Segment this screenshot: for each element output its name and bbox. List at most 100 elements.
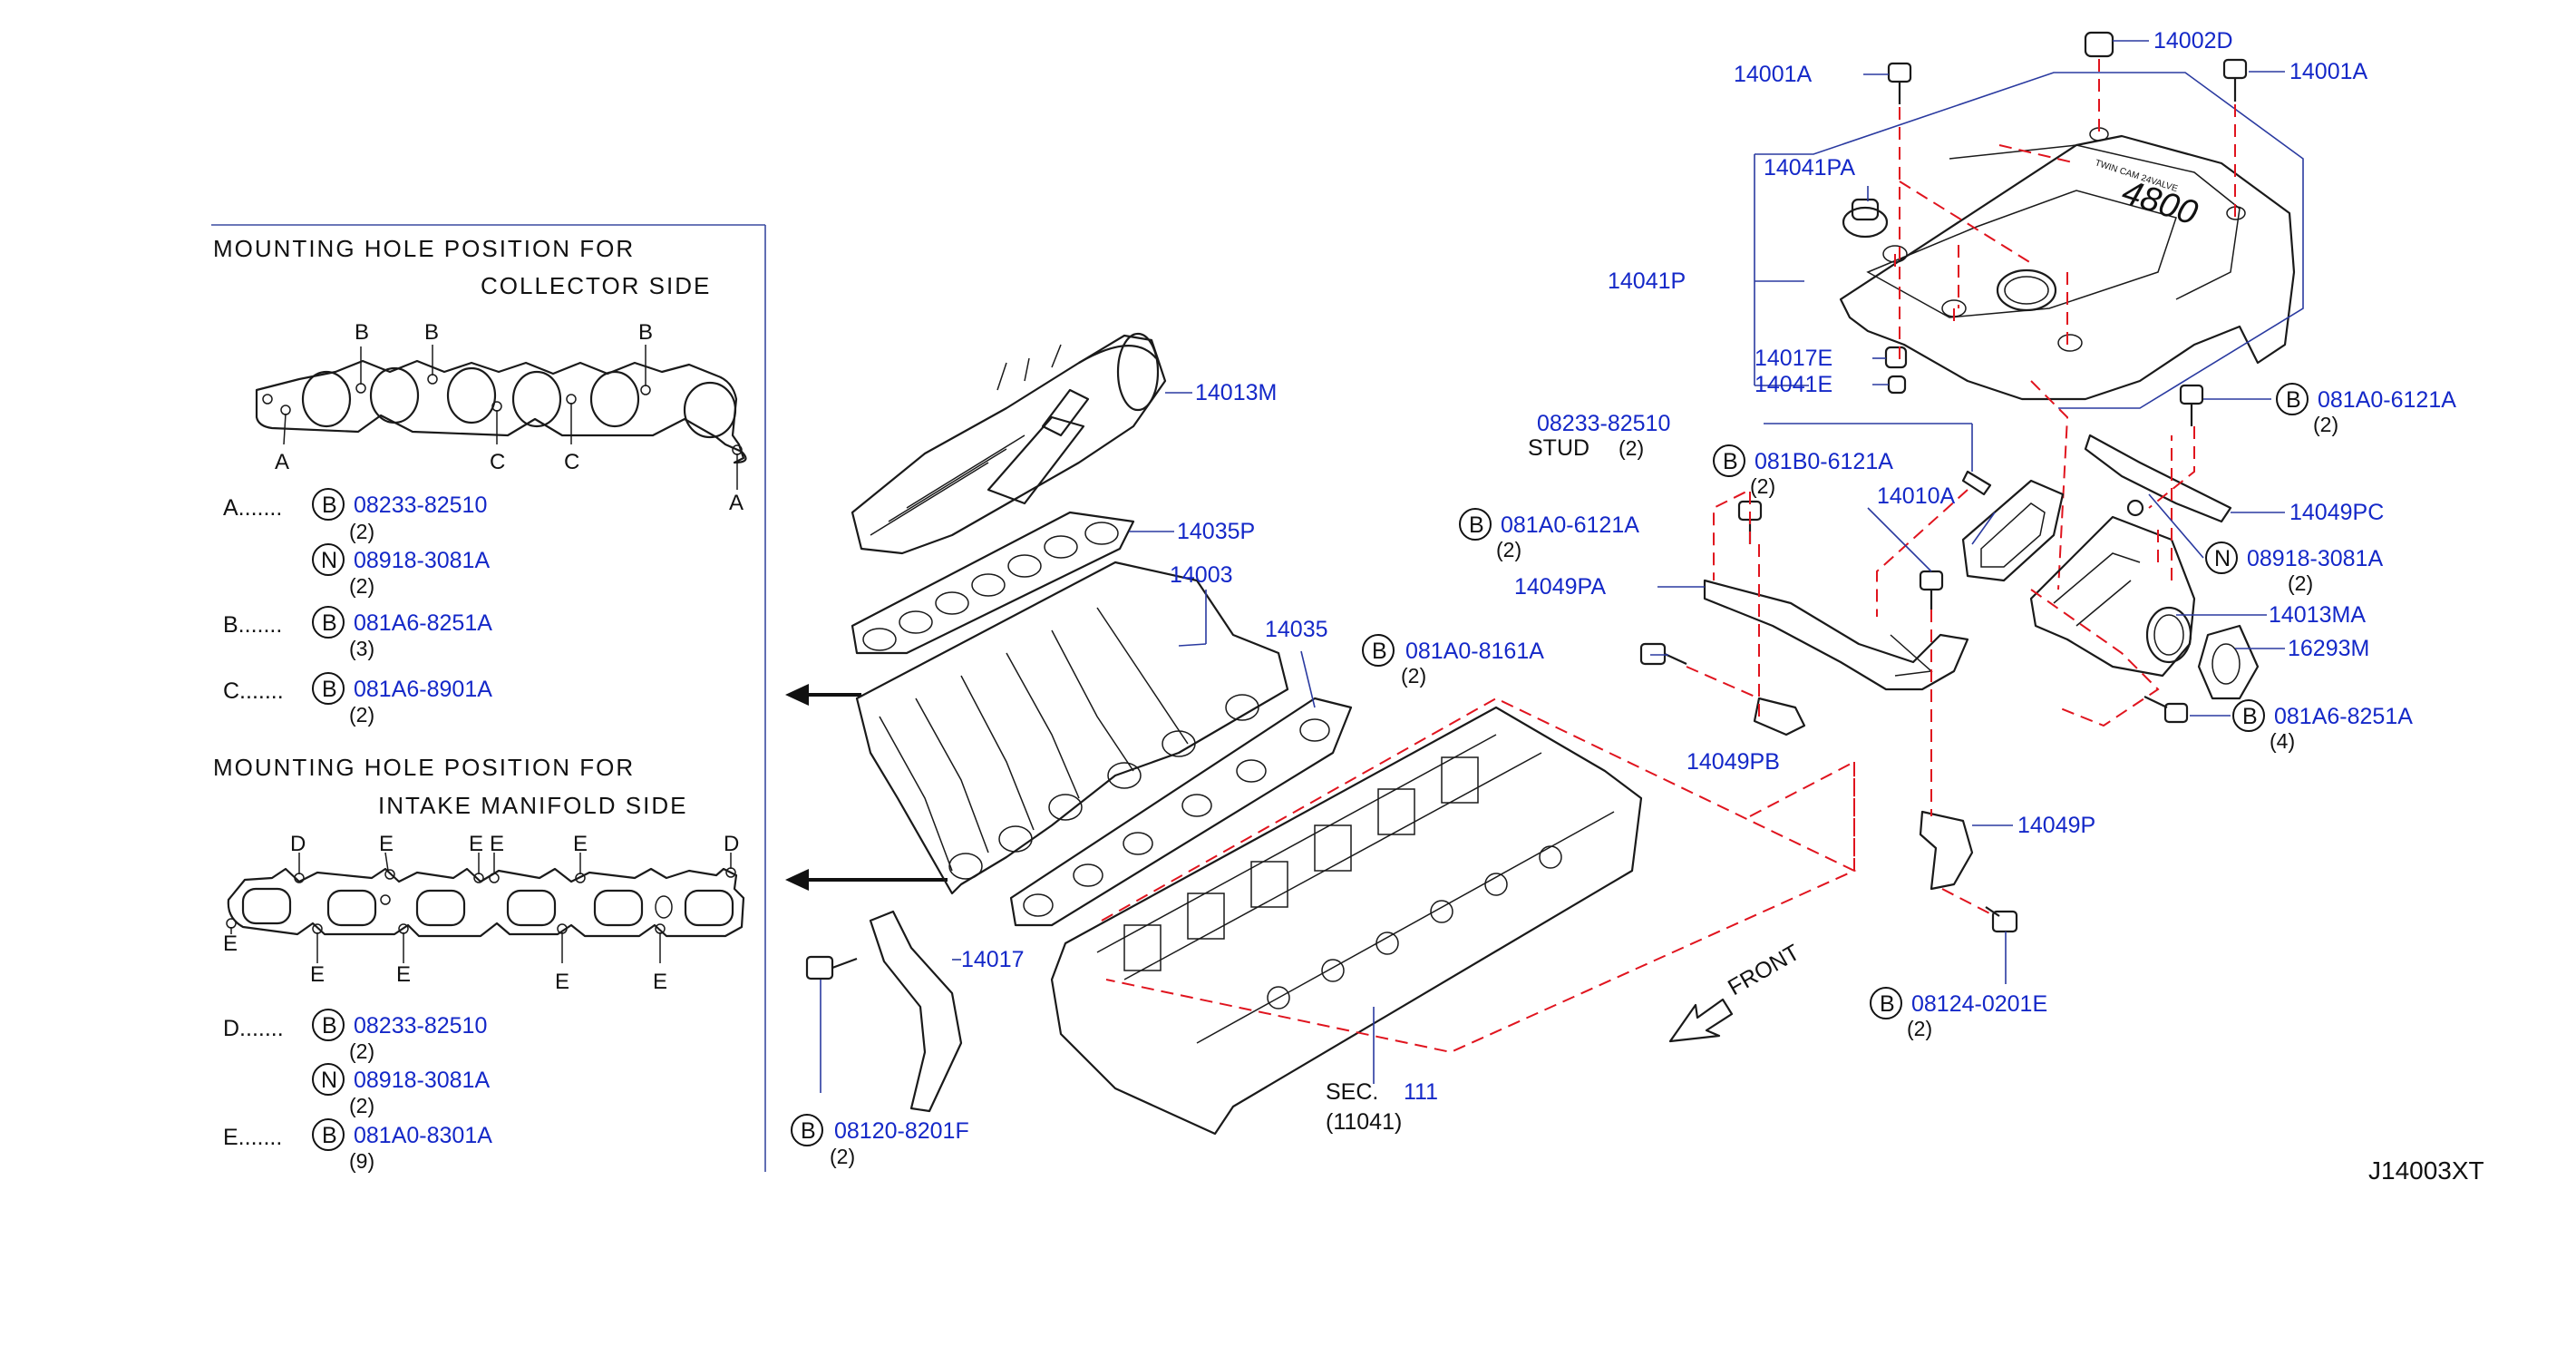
label-081A0-6121A-right: 081A0-6121A: [2318, 387, 2456, 413]
badge-081A6-8251A: B: [2242, 704, 2258, 729]
label-14049PC: 14049PC: [2289, 500, 2384, 525]
qty-08918-3081A: (2): [2288, 571, 2313, 595]
collector-gasket-diagram: B B B A C C A: [255, 320, 747, 515]
badge-081B0: B: [1723, 449, 1738, 474]
pin-d-2: D: [724, 832, 739, 856]
gasket-16293M: [2197, 624, 2260, 700]
legend-badge-d1: B: [322, 1013, 337, 1039]
bolt-081A0-6121A-left: [1919, 570, 1944, 610]
bracket-14049PC: [2084, 434, 2232, 523]
bolt-08124: [1985, 906, 2018, 933]
label-081A0-6121A-left: 081A0-6121A: [1501, 512, 1639, 538]
mounting-hole-panel: MOUNTING HOLE POSITION FOR COLLECTOR SID…: [211, 224, 948, 1173]
label-stud: STUD: [1528, 435, 1589, 461]
pin-b-2: B: [424, 320, 439, 345]
legend-key-b: B.......: [223, 612, 282, 638]
intake-manifold-14003-drawing: [855, 561, 1289, 895]
legend-key-e: E.......: [223, 1125, 282, 1150]
pin-e-bot-2: E: [310, 962, 325, 987]
label-08918-3081A: 08918-3081A: [2247, 546, 2383, 571]
legend-qty-d1: (2): [349, 1039, 374, 1063]
qty-08124-0201E: (2): [1907, 1017, 1932, 1040]
badge-08124: B: [1880, 991, 1895, 1017]
legend-key-c: C.......: [223, 678, 284, 704]
label-14013MA: 14013MA: [2269, 602, 2366, 628]
bolt-081A0-8161A: [1639, 642, 1687, 666]
bolt-081A0-6121A-right: [2179, 384, 2204, 426]
sec-label: SEC.: [1326, 1079, 1378, 1105]
qty-081A6-8251A: (4): [2270, 729, 2295, 753]
label-14041P: 14041P: [1608, 268, 1686, 294]
bracket-14049PB: [1753, 697, 1806, 736]
badge-081A0-6121A-right: B: [2286, 387, 2301, 413]
label-14041PA: 14041PA: [1764, 155, 1855, 180]
pin-b-1: B: [355, 320, 369, 345]
legend-qty-c: (2): [349, 703, 374, 727]
diagram-code: J14003XT: [2368, 1156, 2484, 1185]
label-14035P: 14035P: [1177, 519, 1255, 544]
qty-081A0-6121A-left: (2): [1496, 538, 1521, 561]
pin-e-top-1: E: [379, 832, 394, 856]
qty-08120-8201F: (2): [830, 1145, 855, 1168]
pin-e-top-4: E: [573, 832, 588, 856]
bracket-14049P: [1919, 810, 1974, 891]
legend-qty-e: (9): [349, 1149, 374, 1173]
gasket-14035P-drawing: [851, 511, 1135, 655]
cylinder-head-drawing: [1050, 706, 1643, 1136]
label-16293M: 16293M: [2288, 636, 2369, 661]
pin-e-bot-4: E: [555, 970, 569, 994]
legend-badge-b: B: [322, 610, 337, 636]
gasket-14010A: [1961, 479, 2065, 582]
front-label: FRONT: [1724, 940, 1804, 1000]
intake-title-2: INTAKE MANIFOLD SIDE: [378, 792, 687, 819]
qty-stud: (2): [1619, 436, 1644, 460]
legend-part-a1: 08233-82510: [354, 493, 487, 518]
pin-e-bot-1: E: [223, 931, 238, 956]
pin-e-top-2: E: [469, 832, 483, 856]
stud-08233: [1961, 470, 1992, 496]
collector-legend: A....... B 08233-82510 (2) N 08918-3081A…: [223, 488, 492, 727]
pin-c-2: C: [564, 450, 579, 474]
legend-badge-e: B: [322, 1123, 337, 1148]
sec-ref: (11041): [1326, 1109, 1402, 1135]
label-14010A: 14010A: [1877, 483, 1956, 509]
qty-081B0-6121A: (2): [1750, 474, 1775, 498]
legend-badge-c: B: [322, 677, 337, 702]
collector-14013M-drawing: [851, 332, 1167, 555]
pin-b-3: B: [638, 320, 653, 345]
legend-qty-b: (3): [349, 637, 374, 660]
legend-part-a2: 08918-3081A: [354, 548, 490, 573]
label-14002D: 14002D: [2153, 28, 2233, 54]
badge-081A0-8161A: B: [1372, 639, 1387, 664]
legend-part-b: 081A6-8251A: [354, 610, 492, 636]
grommet-14017E: [1884, 346, 1908, 369]
legend-qty-a2: (2): [349, 574, 374, 598]
bracket-14049PA: [1703, 579, 1969, 691]
front-arrow: FRONT: [1668, 940, 1804, 1043]
grommet-14041E: [1887, 375, 1907, 395]
qty-081A0-8161A: (2): [1401, 664, 1426, 688]
legend-part-d1: 08233-82510: [354, 1013, 487, 1039]
label-14003: 14003: [1170, 562, 1233, 588]
label-14049P: 14049P: [2017, 813, 2095, 838]
legend-qty-d2: (2): [349, 1094, 374, 1117]
label-081A6-8251A: 081A6-8251A: [2274, 704, 2413, 729]
label-08124-0201E: 08124-0201E: [1911, 991, 2047, 1017]
legend-part-c: 081A6-8901A: [354, 677, 492, 702]
label-14017E: 14017E: [1755, 346, 1832, 371]
badge-08918: N: [2214, 546, 2231, 571]
label-14035: 14035: [1265, 617, 1328, 642]
intake-gasket-diagram: D E E E E D E E E E E: [223, 832, 745, 994]
label-081A0-8161A: 081A0-8161A: [1405, 639, 1544, 664]
legend-key-a: A.......: [223, 495, 282, 521]
label-14017: 14017: [961, 947, 1025, 972]
badge-081A0-6121A-left: B: [1469, 512, 1484, 538]
label-14001A-right: 14001A: [2289, 59, 2368, 84]
label-14041E: 14041E: [1755, 372, 1832, 397]
cover-bolt-right: [2222, 58, 2248, 102]
pin-e-bot-3: E: [396, 962, 411, 987]
label-08120-8201F: 08120-8201F: [834, 1118, 969, 1144]
chamber-14013MA: [2029, 499, 2196, 678]
cover-bolt-left: [1887, 62, 1912, 104]
sec-number: 111: [1404, 1079, 1438, 1105]
